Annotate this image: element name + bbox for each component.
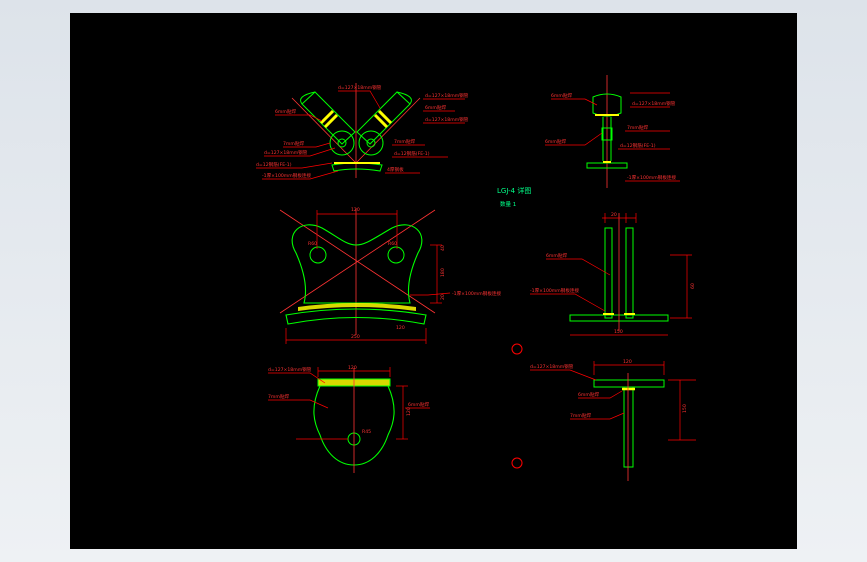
top-left-view: d=127×18mm钢管 d=127×18mm钢管 6mm贴焊 6mm贴焊 7m…: [256, 83, 469, 180]
label: 7mm贴焊: [570, 412, 591, 419]
cad-drawing: d=127×18mm钢管 d=127×18mm钢管 6mm贴焊 6mm贴焊 7m…: [256, 75, 696, 481]
label: 7mm贴焊: [394, 138, 415, 145]
dim: 60: [690, 283, 696, 289]
bottom-right-view: 120 150 d=127×18mm钢管 6mm贴焊 7mm贴焊: [530, 359, 696, 481]
dim: 250: [351, 334, 360, 340]
dim: 180: [440, 268, 446, 277]
label: d=12钢筋(FE-1): [394, 150, 430, 157]
dim: 20: [611, 212, 617, 218]
label: 6mm贴焊: [275, 108, 296, 115]
title-block: LGJ-4 详图 数量 1: [497, 186, 531, 208]
label: -1厚×100mm钢板连接: [530, 287, 580, 294]
label: 4厚钢板: [387, 166, 404, 173]
dim: 120: [623, 359, 632, 365]
dim: 40: [440, 245, 446, 251]
dim: R45: [362, 429, 371, 435]
label: d=127×18mm钢管: [425, 92, 469, 99]
label: d=127×18mm钢管: [632, 100, 676, 107]
label: R60: [308, 241, 317, 247]
marker: [511, 343, 523, 355]
mid-left-view: 120 180 40 20 120 250 R60 R60 -1厚×100mm钢…: [279, 207, 502, 344]
label: d=127×18mm钢管: [425, 116, 469, 123]
bottom-left-view: 120 120 R45 d=127×18mm钢管 7mm贴焊 6mm贴焊: [268, 365, 430, 473]
label: 6mm贴焊: [425, 104, 446, 111]
dim: 120: [351, 207, 360, 213]
dim: 150: [614, 329, 623, 335]
label: d=127×18mm钢管: [264, 149, 308, 156]
drawing-subtitle: 数量 1: [500, 200, 516, 208]
label: R60: [388, 241, 397, 247]
marker: [511, 457, 523, 469]
drawing-title: LGJ-4 详图: [497, 186, 531, 195]
dim: 120: [348, 365, 357, 371]
label: 7mm贴焊: [627, 124, 648, 131]
label: 6mm贴焊: [546, 252, 567, 259]
label: -1厚×100mm钢板连接: [627, 174, 677, 181]
top-right-view: 6mm贴焊 d=127×18mm钢管 7mm贴焊 6mm贴焊 d=12钢筋(FE…: [545, 75, 680, 188]
mid-right-view: 20 60 150 6mm贴焊 -1厚×100mm钢板连接: [530, 212, 696, 336]
label: d=127×18mm钢管: [268, 366, 312, 373]
label: 6mm贴焊: [408, 401, 429, 408]
dim: 20: [440, 294, 446, 300]
dim: 150: [682, 404, 688, 413]
dim: 120: [406, 407, 412, 416]
label: 6mm贴焊: [551, 92, 572, 99]
drawing-canvas[interactable]: d=127×18mm钢管 d=127×18mm钢管 6mm贴焊 6mm贴焊 7m…: [70, 13, 797, 549]
dim: 120: [396, 325, 405, 331]
label: d=12钢筋(FE-1): [256, 161, 292, 168]
label: d=127×18mm钢管: [338, 84, 382, 91]
label: 7mm贴焊: [283, 140, 304, 147]
label: 6mm贴焊: [545, 138, 566, 145]
label: -1厚×100mm钢板连接: [452, 290, 502, 297]
label: 7mm贴焊: [268, 393, 289, 400]
label: 6mm贴焊: [578, 391, 599, 398]
label: -1厚×100mm钢板连接: [262, 172, 312, 179]
label: d=127×18mm钢管: [530, 363, 574, 370]
label: d=12钢筋(FE-1): [620, 142, 656, 149]
